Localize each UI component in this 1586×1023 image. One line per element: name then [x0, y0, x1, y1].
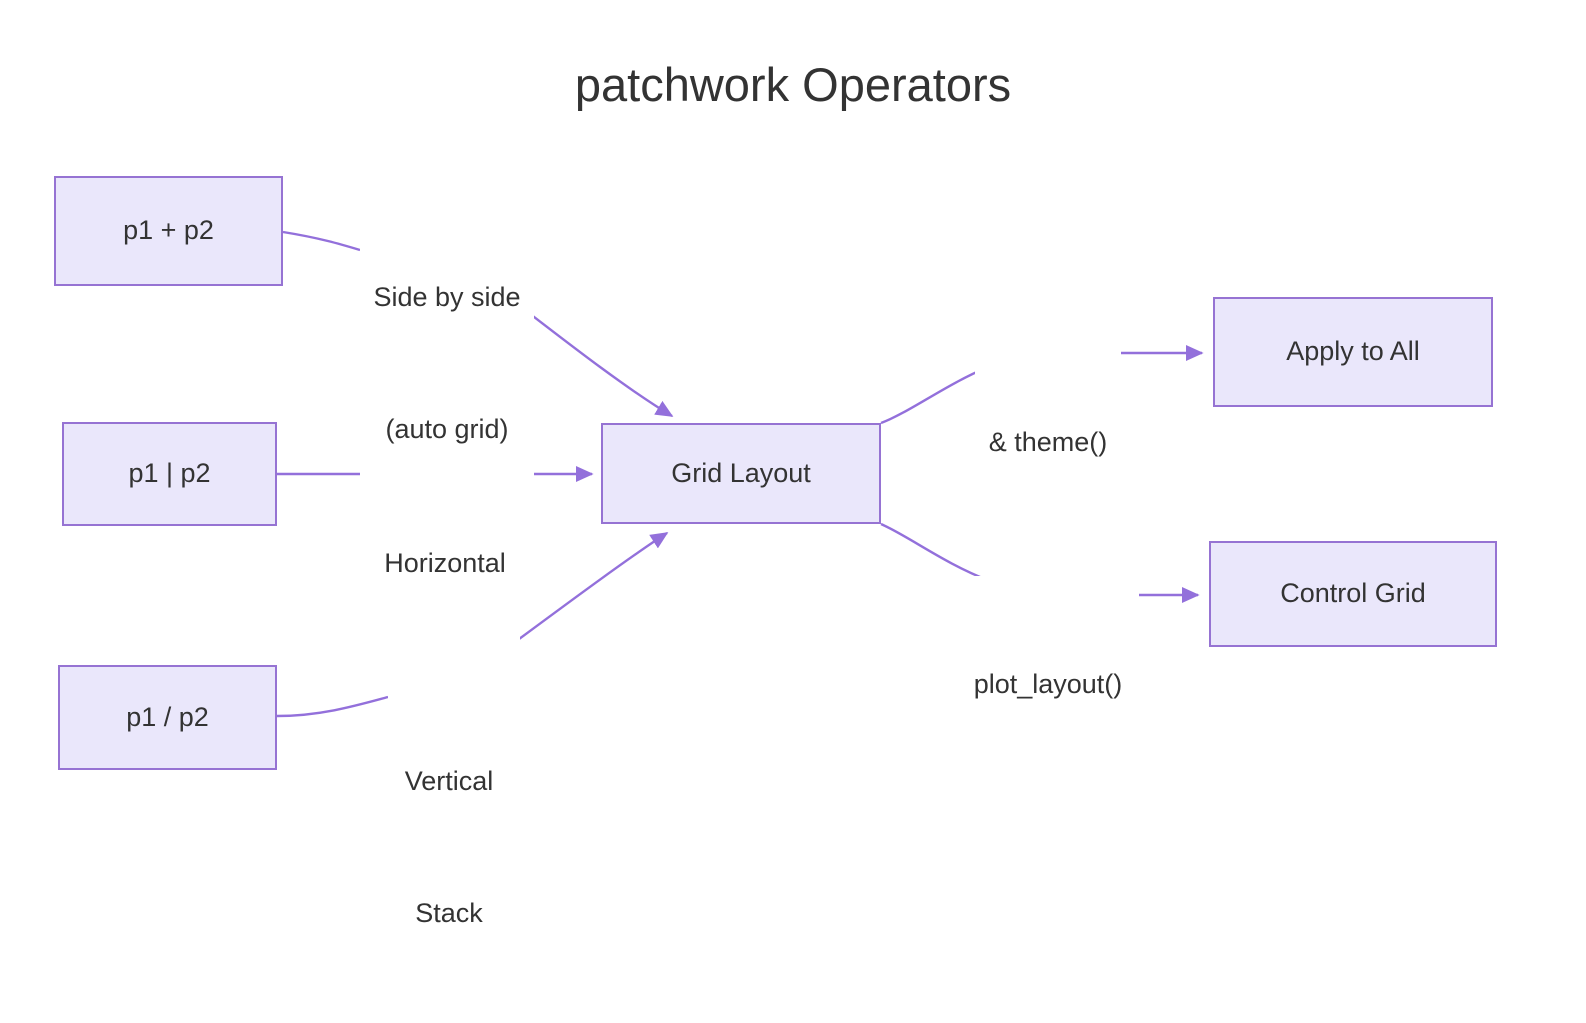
page-title: patchwork Operators: [574, 58, 1012, 111]
edge-label-vertical-stack: Vertical Stack: [388, 673, 510, 1023]
edge-label-line1: & theme(): [988, 427, 1108, 458]
node-p1-plus-p2[interactable]: p1 + p2: [54, 176, 283, 286]
edge-plus-to-grid: [282, 230, 361, 252]
edge-slash-to-grid-head: [276, 695, 389, 718]
edge-label-line1: plot_layout(): [973, 669, 1123, 700]
edge-label-plot-layout: plot_layout(): [957, 576, 1139, 795]
edge-label-and-theme: & theme(): [975, 334, 1121, 553]
edge-label-line1: Horizontal: [384, 548, 506, 579]
node-p1-slash-p2[interactable]: p1 / p2: [58, 665, 277, 770]
node-grid-layout[interactable]: Grid Layout: [601, 423, 881, 524]
edge-grid-to-control-head: [880, 522, 991, 583]
edge-label-line1: Side by side: [373, 282, 521, 313]
edge-label-line2: Stack: [415, 897, 483, 928]
node-label: Grid Layout: [671, 457, 811, 488]
node-label: Apply to All: [1286, 336, 1420, 367]
edge-label-line1: Vertical: [404, 766, 494, 797]
node-label: p1 | p2: [128, 458, 211, 489]
node-apply-to-all[interactable]: Apply to All: [1213, 297, 1493, 407]
edge-label-line2: (auto grid): [385, 413, 509, 444]
node-control-grid[interactable]: Control Grid: [1209, 541, 1497, 647]
node-label: p1 + p2: [123, 215, 214, 246]
node-label: Control Grid: [1280, 578, 1426, 609]
node-p1-pipe-p2[interactable]: p1 | p2: [62, 422, 277, 526]
diagram-canvas: patchwork Operators p1 + p2 p1 | p2 p1 /…: [54, 58, 1497, 928]
node-label: p1 / p2: [126, 701, 209, 732]
edge-label-horizontal: Horizontal: [370, 455, 520, 674]
edge-grid-to-apply-head: [880, 365, 989, 425]
